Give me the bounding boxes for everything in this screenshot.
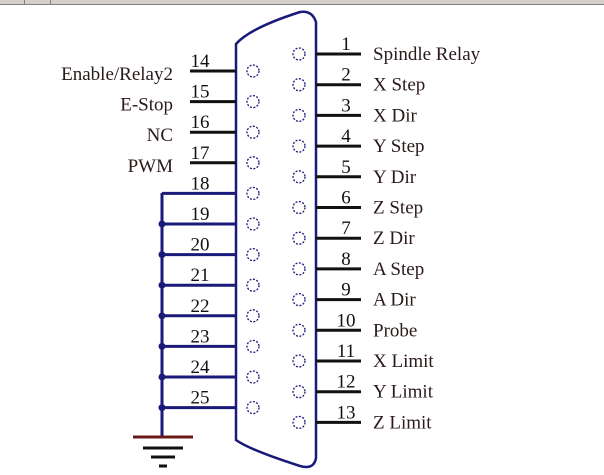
pin-label: NC: [147, 125, 173, 146]
pin-21-hole: [246, 278, 260, 292]
pin-label: Probe: [373, 320, 417, 341]
pin-number: 9: [341, 280, 351, 301]
pin-label: Z Step: [373, 198, 423, 219]
window-top-bar: [0, 0, 604, 5]
pin-10-hole: [292, 323, 306, 337]
pin-label: Z Limit: [373, 412, 432, 433]
pin-14-hole: [246, 64, 260, 78]
pin-7-hole: [292, 231, 306, 245]
pin-8-hole: [292, 262, 306, 276]
pin-number: 12: [337, 372, 356, 393]
pin-12-hole: [292, 385, 306, 399]
pin-label: Y Step: [373, 136, 425, 157]
pin-label: X Dir: [373, 105, 417, 126]
pin-label: E-Stop: [120, 95, 173, 116]
pin-24-hole: [246, 370, 260, 384]
pin-number: 25: [191, 388, 210, 409]
pin-23-hole: [246, 339, 260, 354]
pin-label: PWM: [128, 156, 174, 177]
pin-4-hole: [292, 139, 306, 153]
pin-22-hole: [246, 309, 260, 323]
connector-shell: [234, 10, 318, 469]
pin-6-hole: [292, 200, 306, 215]
pin-number: 8: [341, 249, 351, 270]
pin-5-hole: [292, 170, 306, 184]
pin-number: 16: [191, 112, 210, 133]
pin-3-hole: [292, 108, 306, 123]
pin-number: 13: [337, 402, 356, 423]
pin-15-hole: [246, 94, 260, 109]
pin-number: 24: [191, 357, 211, 378]
pin-label: X Limit: [373, 351, 434, 372]
pin-number: 23: [191, 326, 210, 347]
pin-label: Z Dir: [373, 228, 415, 249]
pin-number: 22: [191, 296, 210, 317]
pin-number: 2: [341, 65, 351, 86]
pin-1-hole: [292, 47, 306, 61]
pin-17-hole: [246, 156, 260, 170]
pin-number: 19: [191, 204, 210, 225]
top-bar-divider: [24, 0, 25, 4]
pin-label: X Step: [373, 75, 425, 96]
pin-18-hole: [246, 186, 260, 201]
pin-number: 3: [341, 95, 351, 116]
pin-label: Enable/Relay2: [61, 64, 173, 85]
top-bar-divider: [50, 0, 51, 4]
pin-number: 10: [337, 310, 356, 331]
pin-number: 4: [341, 126, 351, 147]
pin-number: 20: [191, 235, 210, 256]
pin-number: 11: [337, 341, 355, 362]
pin-number: 7: [341, 218, 351, 239]
pin-16-hole: [246, 125, 260, 139]
pin-label: A Dir: [373, 290, 416, 311]
pin-13-hole: [292, 415, 306, 430]
pin-number: 21: [191, 265, 210, 286]
pin-11-hole: [292, 354, 306, 368]
pin-number: 17: [191, 143, 210, 164]
pin-label: Y Limit: [373, 382, 434, 403]
pin-label: Spindle Relay: [373, 44, 481, 65]
pin-number: 14: [191, 51, 211, 72]
pin-20-hole: [246, 247, 260, 262]
pin-25-hole: [246, 400, 260, 415]
pin-label: Y Dir: [373, 167, 417, 188]
pin-9-hole: [292, 292, 306, 307]
pin-number: 5: [341, 157, 351, 178]
pin-19-hole: [246, 217, 260, 231]
pin-number: 6: [341, 188, 351, 209]
pin-number: 1: [341, 34, 351, 55]
pin-label: A Step: [373, 259, 424, 280]
pin-2-hole: [292, 78, 306, 92]
pin-number: 15: [191, 82, 210, 103]
pin-number: 18: [191, 173, 210, 194]
